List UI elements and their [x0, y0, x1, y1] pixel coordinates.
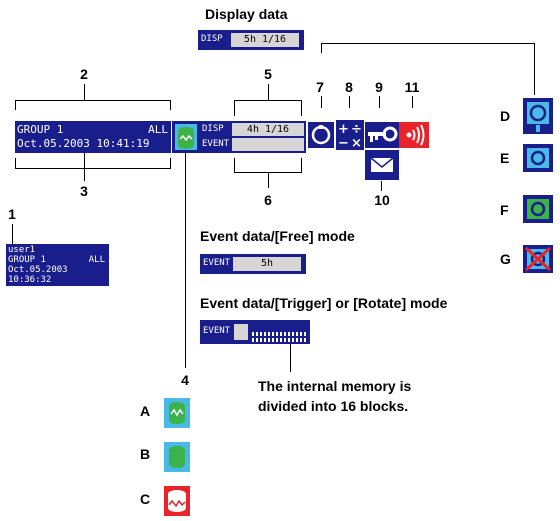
bracket-6-right — [301, 158, 302, 172]
bracket-2-right — [170, 100, 171, 110]
trigger-block-current — [234, 324, 248, 340]
label-A: A — [140, 403, 151, 419]
bracket-5-top — [234, 100, 302, 101]
bracket-2-left — [15, 100, 16, 110]
label-E: E — [500, 150, 510, 166]
key-lock-icon — [308, 122, 334, 148]
callout-2: 2 — [80, 66, 88, 82]
callout-9-line — [379, 96, 380, 108]
callout-7: 7 — [316, 79, 324, 95]
callout-3: 3 — [80, 183, 88, 199]
note-pointer — [290, 344, 291, 372]
label-B: B — [140, 446, 151, 462]
login-bar: user1 GROUP 1 ALL Oct.05.2003 10:36:32 — [6, 244, 109, 286]
callout-1-line — [12, 224, 13, 244]
callout-11: 11 — [404, 79, 420, 95]
callout-11-line — [412, 96, 413, 108]
status-event-value — [232, 138, 304, 151]
camera-icon — [523, 98, 553, 134]
free-bar: EVENT 5h — [200, 254, 306, 274]
bracket-6-left — [234, 158, 235, 172]
bracket-3-bottom — [15, 168, 171, 169]
display-data-bar: DISP 5h 1/16 — [198, 30, 304, 50]
callout-4-line — [185, 153, 186, 368]
display-data-value: 5h 1/16 — [231, 33, 299, 47]
bracket-3-stem — [84, 153, 85, 181]
display-data-label: DISP — [201, 34, 223, 44]
svg-text:+: + — [338, 122, 349, 137]
camera-icon — [523, 195, 553, 223]
free-value: 5h — [233, 257, 301, 271]
callout-9: 9 — [375, 79, 383, 95]
status-event-label: EVENT — [202, 139, 230, 149]
label-G: G — [500, 251, 511, 267]
callout-10: 10 — [374, 192, 390, 208]
login-group: GROUP 1 — [8, 255, 46, 265]
memory-icon — [172, 121, 200, 153]
bracket-3-left — [15, 158, 16, 168]
label-C: C — [140, 491, 151, 507]
callout-4: 4 — [181, 372, 189, 388]
heading-event-free: Event data/[Free] mode — [200, 228, 355, 244]
bracket-5-right — [301, 100, 302, 116]
callout-5: 5 — [264, 66, 272, 82]
trigger-label: EVENT — [203, 326, 231, 336]
trigger-bar: EVENT — [200, 320, 310, 344]
svg-text:×: × — [351, 136, 362, 150]
bracket-5-stem — [268, 84, 269, 100]
status-disp-label: DISP — [202, 124, 224, 134]
status-bar-group: GROUP 1 ALL Oct.05.2003 10:41:19 — [15, 121, 171, 153]
status-datetime: Oct.05.2003 10:41:19 — [17, 137, 150, 150]
bracket-6-stem — [268, 172, 269, 188]
camera-icon — [523, 144, 553, 172]
alarm-icon — [399, 122, 429, 148]
status-group: GROUP 1 — [17, 123, 64, 136]
status-all: ALL — [148, 123, 168, 136]
label-D: D — [500, 108, 511, 124]
status-disp-value: 4h 1/16 — [232, 123, 304, 136]
callout-1: 1 — [8, 206, 16, 222]
stop-icon — [164, 486, 190, 516]
camera-icon — [523, 245, 553, 273]
memory-icon — [164, 398, 190, 428]
connector-right-drop — [534, 43, 535, 95]
free-label: EVENT — [203, 258, 231, 268]
note-line-1: The internal memory is — [258, 378, 412, 394]
login-datetime: Oct.05.2003 10:36:32 — [8, 265, 68, 285]
bracket-5-left — [234, 100, 235, 116]
login-user: user1 — [8, 245, 36, 255]
heading-event-trigger: Event data/[Trigger] or [Rotate] mode — [200, 295, 448, 311]
svg-text:−: − — [338, 136, 349, 150]
bracket-2-top — [15, 100, 171, 101]
bracket-3-right — [170, 158, 171, 168]
callout-8-line — [349, 96, 350, 108]
svg-text:÷: ÷ — [351, 122, 362, 137]
login-all: ALL — [88, 255, 105, 265]
callout-10-line — [381, 181, 382, 191]
memory-icon — [164, 442, 190, 472]
status-bar-disp: DISP 4h 1/16 EVENT — [200, 121, 306, 153]
email-icon — [365, 150, 399, 180]
math-icon: + ÷ − × — [336, 120, 364, 151]
callout-6: 6 — [264, 192, 272, 208]
key-icon — [365, 122, 399, 148]
bracket-2-stem — [84, 84, 85, 100]
callout-7-line — [321, 96, 322, 108]
heading-display-data: Display data — [205, 6, 288, 22]
trigger-blocks — [252, 327, 308, 342]
callout-8: 8 — [345, 79, 353, 95]
note-line-2: divided into 16 blocks. — [258, 398, 409, 414]
connector-horizontal — [321, 43, 535, 44]
connector-left-drop — [321, 43, 322, 53]
label-F: F — [500, 202, 509, 218]
